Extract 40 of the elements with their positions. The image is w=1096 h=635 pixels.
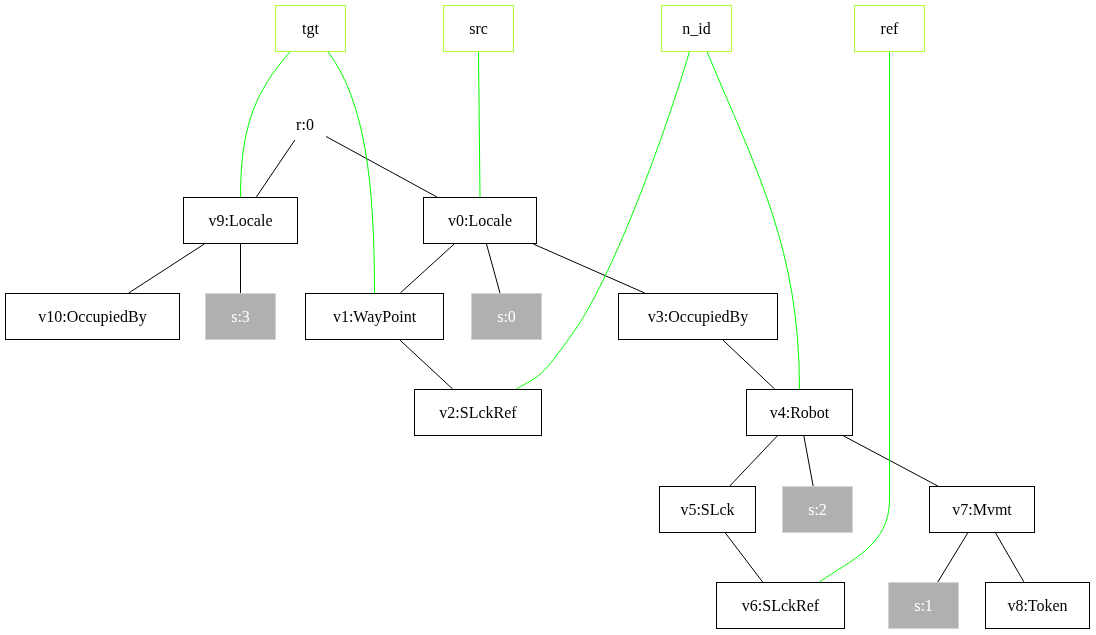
connector-line	[995, 532, 1025, 583]
key-box: ref	[854, 5, 925, 52]
entity-box: v2:SLckRef	[414, 389, 542, 436]
connector-line	[724, 532, 764, 583]
key-box: src	[443, 5, 514, 52]
connector-line	[722, 339, 776, 390]
connector-line	[255, 139, 296, 198]
entity-box: v0:Locale	[423, 197, 537, 244]
value-box: s:3	[205, 293, 276, 340]
connector-line	[240, 243, 241, 294]
key-box: n_id	[661, 5, 732, 52]
link-curve	[478, 51, 481, 198]
entity-box: v9:Locale	[183, 197, 298, 244]
value-box: s:0	[471, 293, 542, 340]
link-curve	[818, 51, 890, 583]
connector-line	[399, 243, 455, 294]
entity-box: v3:OccupiedBy	[618, 293, 778, 340]
link-curve	[327, 51, 375, 294]
link-curve	[706, 51, 800, 390]
connector-line	[803, 435, 814, 487]
connector-line	[325, 135, 438, 198]
key-box: tgt	[275, 5, 346, 52]
connector-line	[486, 243, 501, 294]
entity-box: v1:WayPoint	[305, 293, 444, 340]
connector-line	[128, 243, 205, 294]
connector-line	[729, 435, 778, 487]
connector-line	[399, 339, 454, 390]
value-box: s:1	[888, 582, 959, 629]
entity-box: v8:Token	[985, 582, 1090, 629]
entity-box: v7:Mvmt	[929, 486, 1035, 533]
entity-box: v6:SLckRef	[716, 582, 845, 629]
link-curve	[240, 51, 291, 198]
link-curve	[515, 51, 690, 390]
connector-line	[532, 243, 646, 294]
value-box: s:2	[782, 486, 853, 533]
connector-line	[937, 532, 969, 583]
connector-line	[843, 435, 939, 487]
entity-box: v4:Robot	[746, 389, 853, 436]
entity-box: v5:SLck	[659, 486, 756, 533]
entity-box: v10:OccupiedBy	[5, 293, 180, 340]
